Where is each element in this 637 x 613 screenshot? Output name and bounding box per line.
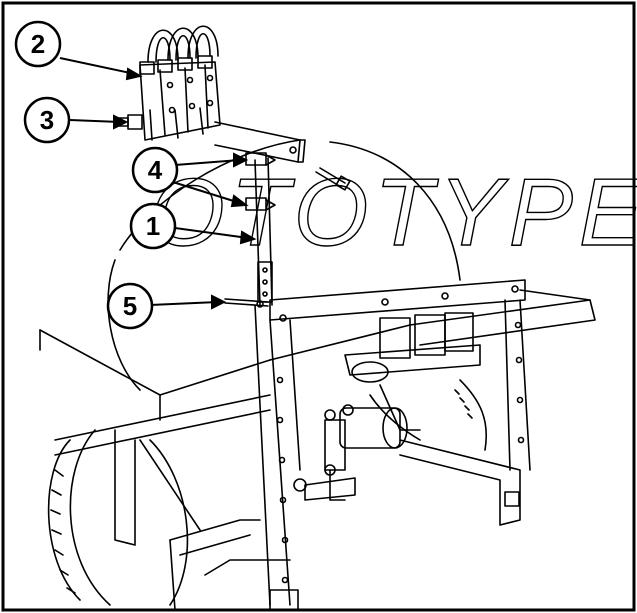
callout-2: 2 — [14, 20, 62, 68]
mounting-arm — [214, 121, 306, 163]
chassis-frame — [54, 394, 521, 611]
svg-text:3: 3 — [40, 105, 54, 135]
u-tubes — [147, 25, 219, 141]
bolt — [315, 167, 351, 191]
callout-3: 3 — [23, 96, 71, 144]
svg-text:4: 4 — [148, 155, 163, 185]
manifold-block — [139, 55, 221, 141]
left-tire — [47, 429, 189, 606]
callout-leaders — [59, 57, 257, 310]
pump-motor — [293, 404, 408, 501]
svg-text:2: 2 — [31, 29, 45, 59]
boom-deck — [39, 289, 596, 421]
callout-bubbles: 2 3 4 1 5 — [14, 20, 179, 330]
solenoid-valves — [344, 312, 488, 451]
callout-1: 1 — [129, 202, 177, 250]
watermark-text: OTOTYPE — [150, 159, 637, 266]
valve-mount-plate — [254, 279, 531, 611]
callout-5: 5 — [106, 282, 154, 330]
svg-text:5: 5 — [123, 291, 137, 321]
vertical-bracket-bar — [254, 157, 273, 306]
callout-4: 4 — [131, 146, 179, 194]
svg-text:1: 1 — [146, 211, 160, 241]
lock-pin — [224, 298, 269, 308]
